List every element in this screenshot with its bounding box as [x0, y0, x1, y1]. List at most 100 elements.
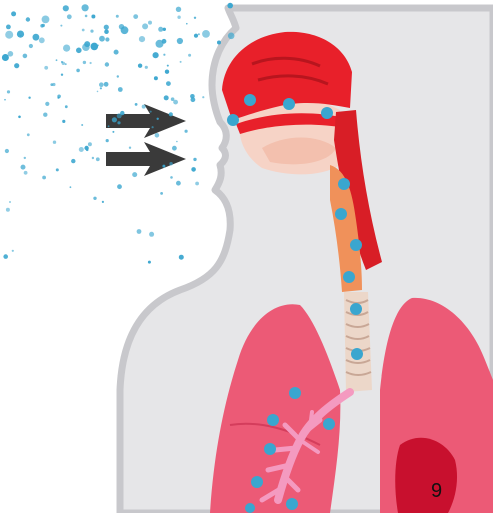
particle-dot-icon: [335, 208, 347, 220]
particle-dot-icon: [267, 414, 279, 426]
particle-dot-icon: [82, 29, 85, 32]
particle-dot-icon: [194, 17, 196, 19]
particle-dot-icon: [145, 66, 148, 69]
particle-dot-icon: [102, 201, 104, 203]
particle-dot-icon: [63, 45, 70, 52]
particle-dot-icon: [172, 146, 177, 151]
particle-dot-icon: [29, 44, 33, 48]
particle-dot-icon: [198, 33, 200, 35]
particle-dot-icon: [176, 7, 181, 12]
particle-dot-icon: [153, 52, 159, 58]
particle-dot-icon: [93, 197, 96, 200]
particle-dot-icon: [227, 3, 233, 9]
particle-dot-icon: [176, 141, 178, 143]
particle-dot-icon: [84, 41, 90, 47]
particle-dot-icon: [6, 25, 11, 30]
page-number: 9: [431, 480, 442, 503]
particle-dot-icon: [167, 65, 169, 67]
particle-dot-icon: [190, 94, 195, 99]
particle-dot-icon: [61, 74, 63, 76]
particle-dot-icon: [117, 75, 119, 77]
particle-dot-icon: [164, 95, 169, 100]
particle-dot-icon: [162, 165, 165, 168]
particle-dot-icon: [132, 172, 137, 177]
particle-dot-icon: [26, 17, 30, 21]
particle-dot-icon: [177, 16, 180, 19]
particle-dot-icon: [129, 147, 131, 149]
particle-dot-icon: [56, 168, 59, 171]
particle-dot-icon: [5, 31, 13, 39]
particle-dot-icon: [118, 87, 123, 92]
particle-dot-icon: [338, 178, 350, 190]
particle-dot-icon: [104, 82, 109, 87]
particle-dot-icon: [202, 96, 204, 98]
particle-dot-icon: [121, 26, 129, 34]
particle-dot-icon: [24, 171, 28, 175]
particle-dot-icon: [17, 30, 24, 37]
particle-dot-icon: [179, 255, 184, 260]
particle-dot-icon: [27, 133, 30, 136]
particle-dot-icon: [112, 131, 114, 133]
particle-dot-icon: [165, 70, 169, 74]
particle-dot-icon: [343, 271, 355, 283]
particle-dot-icon: [169, 112, 173, 116]
particle-dot-icon: [65, 63, 67, 65]
particle-dot-icon: [133, 14, 138, 19]
particle-dot-icon: [6, 208, 10, 212]
particle-dot-icon: [188, 54, 191, 57]
particle-dot-icon: [135, 103, 138, 106]
particle-dot-icon: [286, 498, 298, 510]
particle-dot-icon: [97, 91, 99, 93]
particle-dot-icon: [155, 133, 160, 138]
particle-dot-icon: [70, 186, 72, 188]
particle-dot-icon: [180, 61, 182, 63]
particle-dot-icon: [142, 105, 146, 109]
particle-dot-icon: [45, 102, 49, 106]
particle-dot-icon: [193, 158, 196, 161]
particle-dot-icon: [18, 116, 21, 119]
particle-dot-icon: [351, 348, 363, 360]
particle-dot-icon: [44, 66, 48, 70]
particle-dot-icon: [244, 94, 256, 106]
particle-dot-icon: [65, 105, 68, 108]
particle-dot-icon: [5, 149, 9, 153]
particle-dot-icon: [4, 99, 6, 101]
particle-dot-icon: [227, 114, 239, 126]
particle-dot-icon: [85, 15, 88, 18]
particle-dot-icon: [63, 5, 69, 11]
particle-dot-icon: [194, 34, 198, 38]
particle-dot-icon: [150, 111, 152, 113]
particle-dot-icon: [28, 97, 30, 99]
particle-dot-icon: [228, 33, 235, 40]
particle-dot-icon: [116, 15, 119, 18]
inhalation-arrow-icon: [106, 104, 186, 138]
particle-dot-icon: [71, 159, 75, 163]
particle-dot-icon: [8, 51, 14, 57]
particle-dot-icon: [137, 229, 142, 234]
particle-dot-icon: [56, 59, 58, 61]
particle-dot-icon: [283, 98, 295, 110]
particle-dot-icon: [114, 50, 119, 55]
particle-dot-icon: [76, 69, 80, 73]
particle-dot-icon: [177, 38, 183, 44]
particle-dot-icon: [33, 34, 40, 41]
particle-dot-icon: [104, 25, 109, 30]
airborne-particles: [2, 3, 235, 264]
particle-dot-icon: [120, 111, 124, 115]
particle-dot-icon: [166, 81, 171, 86]
particle-dot-icon: [81, 124, 83, 126]
particle-dot-icon: [171, 97, 175, 101]
particle-dot-icon: [251, 476, 263, 488]
particle-dot-icon: [160, 192, 163, 195]
particle-dot-icon: [21, 165, 26, 170]
particle-dot-icon: [108, 125, 110, 127]
particle-dot-icon: [52, 83, 55, 86]
particle-dot-icon: [67, 14, 72, 19]
particle-dot-icon: [323, 418, 335, 430]
particle-dot-icon: [42, 16, 50, 24]
particle-dot-icon: [62, 120, 65, 123]
particle-dot-icon: [90, 62, 92, 64]
particle-dot-icon: [148, 21, 152, 25]
particle-dot-icon: [2, 54, 9, 61]
